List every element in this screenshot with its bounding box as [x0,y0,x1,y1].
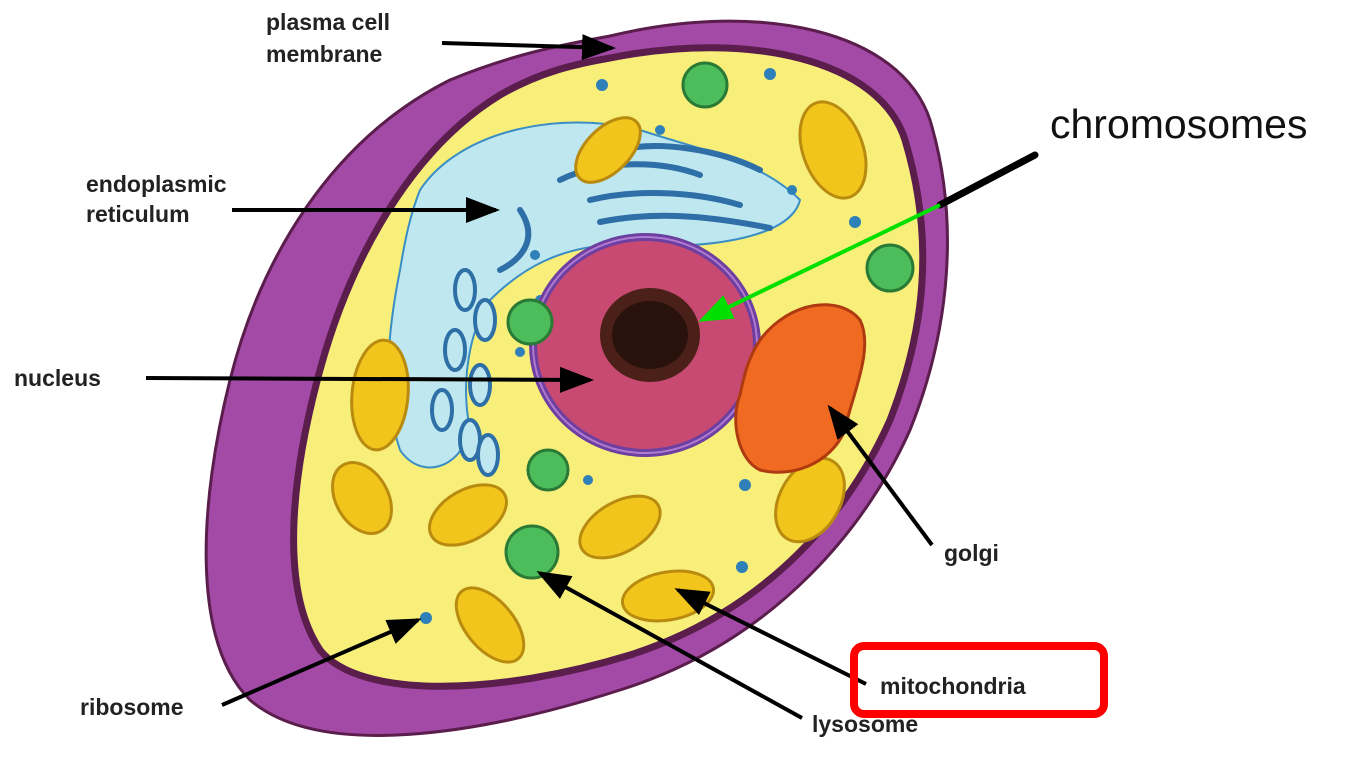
label-er-line1: endoplasmic [86,171,227,197]
arrow-nucleus [146,378,590,380]
label-plasma-line2: membrane [266,41,382,67]
nucleus-organelle [533,237,757,453]
label-mitochondria: mitochondria [880,673,1026,699]
label-ribosome: ribosome [80,694,184,720]
label-er-line2: reticulum [86,201,190,227]
label-lysosome: lysosome [812,711,918,737]
label-plasma-line1: plasma cell [266,9,390,35]
label-nucleus: nucleus [14,365,101,391]
label-chromosomes: chromosomes [1050,101,1307,147]
label-golgi: golgi [944,540,999,566]
chromatin [600,288,700,382]
